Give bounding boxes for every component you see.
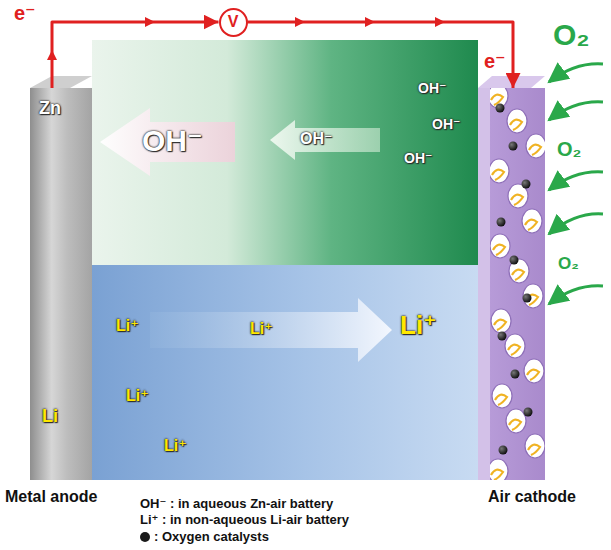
circuit-wire xyxy=(248,22,514,88)
carbon-fiber xyxy=(511,195,523,205)
lithium-arrow xyxy=(150,298,392,362)
oxygen-label: O₂ xyxy=(558,254,579,274)
ion-label: OH⁻ xyxy=(142,124,203,159)
pore xyxy=(507,109,527,133)
carbon-fiber xyxy=(512,270,524,280)
pore xyxy=(522,209,542,233)
carbon-fiber xyxy=(525,220,537,230)
pore xyxy=(490,88,508,108)
carbon-fiber xyxy=(527,370,539,380)
metal-name: Zn xyxy=(39,98,61,119)
oxygen-catalyst xyxy=(510,256,519,265)
ion-label: OH⁻ xyxy=(432,116,460,132)
pore xyxy=(523,284,543,308)
metal-name: Li xyxy=(42,406,58,427)
ion-label: Li⁺ xyxy=(400,311,437,341)
oxygen-catalyst xyxy=(511,370,520,379)
pore xyxy=(506,409,526,433)
legend-entry: : Oxygen catalysts xyxy=(140,529,269,544)
flow-arrow xyxy=(435,17,445,27)
carbon-fiber xyxy=(491,95,503,105)
oxygen-catalyst xyxy=(498,332,507,341)
anode-top-face xyxy=(30,76,92,88)
oxygen-catalyst xyxy=(497,218,506,227)
pore xyxy=(508,184,528,208)
pore xyxy=(526,134,545,158)
carbon-fiber xyxy=(510,120,522,130)
flow-arrow xyxy=(145,17,155,27)
legend-text: : Oxygen catalysts xyxy=(154,529,269,544)
aqueous-electrolyte: OH⁻ OH⁻ OH⁻ OH⁻ OH⁻ xyxy=(92,40,478,265)
pore xyxy=(490,234,510,258)
carbon-fiber xyxy=(509,420,521,430)
oxygen-catalyst xyxy=(499,446,508,455)
pore xyxy=(525,434,545,458)
ion-label: Li⁺ xyxy=(250,320,273,338)
ion-label: Li⁺ xyxy=(164,437,187,455)
oxygen-catalyst xyxy=(496,104,505,113)
electron-label: e⁻ xyxy=(14,2,36,25)
oxygen-catalyst xyxy=(522,180,531,189)
ion-label: Li⁺ xyxy=(116,317,139,335)
carbon-fiber xyxy=(529,145,541,155)
non-aqueous-electrolyte: Li⁺ Li⁺ Li⁺ Li⁺ Li⁺ xyxy=(92,265,478,480)
pore xyxy=(492,384,512,408)
ion-label: OH⁻ xyxy=(418,80,446,96)
metal-anode: ZnLiMetal anode xyxy=(30,88,92,480)
carbon-fiber xyxy=(492,170,504,180)
pore xyxy=(490,159,509,183)
ion-label: OH⁻ xyxy=(300,130,332,148)
oxygen-catalyst xyxy=(509,142,518,151)
pore xyxy=(524,359,544,383)
air-cathode: Air cathode xyxy=(478,88,545,480)
legend-note: Li⁺ : in non-aqueous Li-air battery xyxy=(140,513,349,528)
ion-label: Li⁺ xyxy=(126,387,149,405)
meter-symbol: V xyxy=(228,13,239,31)
cathode-top-face xyxy=(478,76,545,88)
ion-label: OH⁻ xyxy=(404,150,432,166)
cathode-pores xyxy=(490,88,545,480)
flow-arrow xyxy=(365,17,375,27)
oxygen-label: O₂ xyxy=(557,138,581,161)
legend-note: OH⁻ : in aqueous Zn-air battery xyxy=(140,497,333,512)
oxygen-arrows xyxy=(549,64,603,304)
voltmeter: V xyxy=(219,8,248,37)
carbon-fiber xyxy=(508,345,520,355)
pore xyxy=(490,459,508,480)
oxygen-label: O₂ xyxy=(553,18,590,53)
hydroxide-arrow xyxy=(100,108,235,176)
carbon-fiber xyxy=(528,445,540,455)
oxygen-catalyst xyxy=(523,294,532,303)
carbon-fiber xyxy=(495,395,507,405)
carbon-fiber xyxy=(494,320,506,330)
flow-arrow xyxy=(295,17,305,27)
carbon-fiber xyxy=(493,245,505,255)
carbon-fiber xyxy=(526,295,538,305)
flow-arrow xyxy=(47,50,57,60)
part-name: Metal anode xyxy=(5,488,97,506)
hydroxide-arrow xyxy=(270,120,380,160)
oxygen-catalyst xyxy=(524,408,533,417)
pore xyxy=(491,309,511,333)
pore xyxy=(509,259,529,283)
catalyst-swatch xyxy=(140,532,150,542)
electron-label: e⁻ xyxy=(484,50,506,73)
carbon-fiber xyxy=(491,470,503,480)
circuit-wire xyxy=(52,22,219,88)
part-name: Air cathode xyxy=(488,488,576,506)
pore xyxy=(505,334,525,358)
